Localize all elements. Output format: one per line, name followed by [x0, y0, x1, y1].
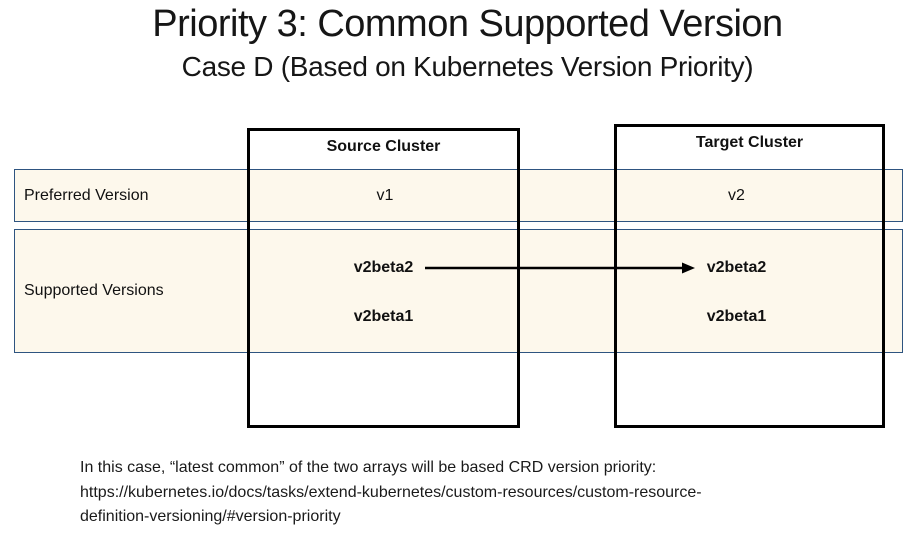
- target-supported-value-2: v2beta1: [706, 308, 767, 325]
- target-preferred-value: v2: [728, 186, 745, 204]
- footnote: In this case, “latest common” of the two…: [80, 456, 870, 530]
- supported-versions-label: Supported Versions: [24, 282, 164, 299]
- footnote-line-3: definition-versioning/#version-priority: [80, 508, 341, 525]
- source-supported-value-2: v2beta1: [353, 308, 414, 325]
- preferred-version-label: Preferred Version: [24, 186, 149, 204]
- supported-versions-band: [14, 229, 903, 353]
- footnote-line-2: https://kubernetes.io/docs/tasks/extend-…: [80, 483, 702, 501]
- page-subtitle: Case D (Based on Kubernetes Version Prio…: [181, 51, 754, 82]
- target-supported-value-1: v2beta2: [706, 259, 767, 276]
- page-title: Priority 3: Common Supported Version: [152, 3, 783, 45]
- target-cluster-header: Target Cluster: [695, 134, 804, 151]
- source-preferred-value: v1: [376, 186, 394, 204]
- version-mapping-arrow: [425, 262, 695, 274]
- preferred-version-band: [14, 169, 903, 222]
- source-cluster-box: Source Cluster: [247, 128, 520, 428]
- footnote-line-1: In this case, “latest common” of the two…: [80, 459, 657, 476]
- source-cluster-header: Source Cluster: [326, 138, 441, 155]
- target-cluster-box: Target Cluster: [614, 124, 885, 428]
- source-supported-value-1: v2beta2: [353, 259, 414, 276]
